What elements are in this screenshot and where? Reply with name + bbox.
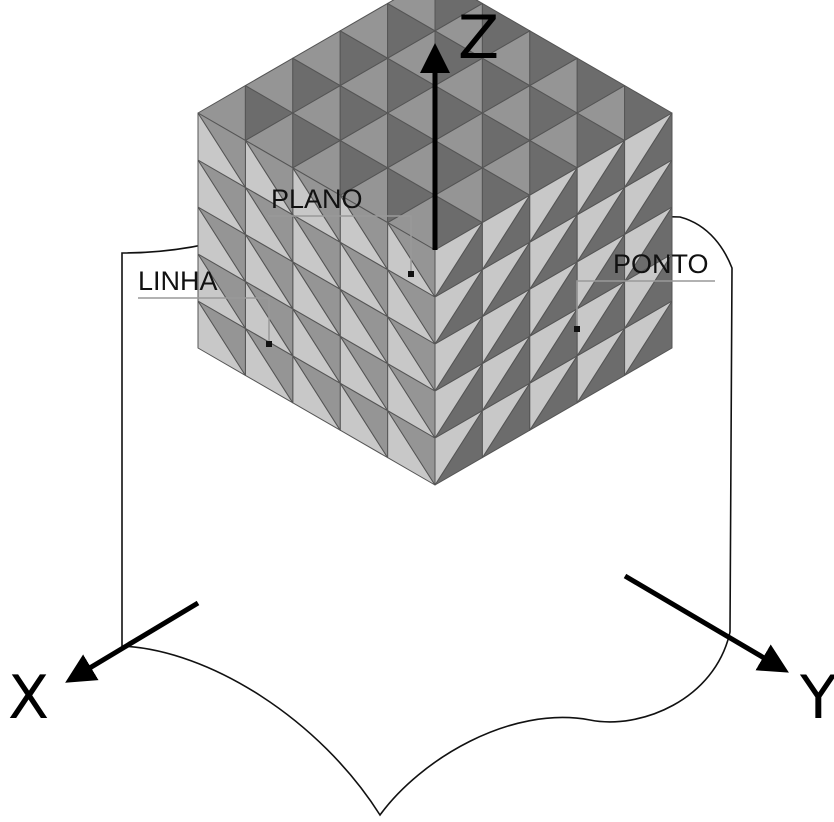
right-face-triangle	[481, 194, 531, 271]
right-face-triangle	[434, 222, 483, 298]
left-face-triangle	[292, 167, 341, 243]
x-axis-label: X	[8, 663, 49, 733]
leader-plano	[268, 215, 412, 274]
leader-linha	[138, 297, 270, 344]
label-ponto: PONTO	[613, 249, 709, 279]
label-plano: PLANO	[271, 184, 363, 214]
x-axis	[65, 600, 200, 683]
top-face-triangle	[434, 0, 483, 32]
cube-faces	[197, 0, 673, 486]
right-face-triangle	[576, 139, 626, 216]
right-face-triangle	[624, 112, 673, 188]
top-face-triangle	[576, 57, 626, 114]
leader-ponto	[576, 280, 715, 329]
left-face-triangle	[339, 194, 389, 271]
right-face-triangle	[529, 167, 578, 243]
left-face-triangle	[244, 139, 294, 216]
marker-plano	[408, 271, 414, 277]
marker-ponto	[574, 326, 580, 332]
label-linha: LINHA	[138, 266, 218, 296]
y-axis-label: Y	[799, 663, 834, 733]
left-face-triangle	[197, 112, 246, 188]
top-face-triangle	[481, 2, 531, 59]
y-axis	[623, 573, 789, 673]
top-face-triangle	[529, 30, 578, 87]
marker-linha	[266, 341, 272, 347]
z-axis-label: Z	[458, 3, 499, 73]
